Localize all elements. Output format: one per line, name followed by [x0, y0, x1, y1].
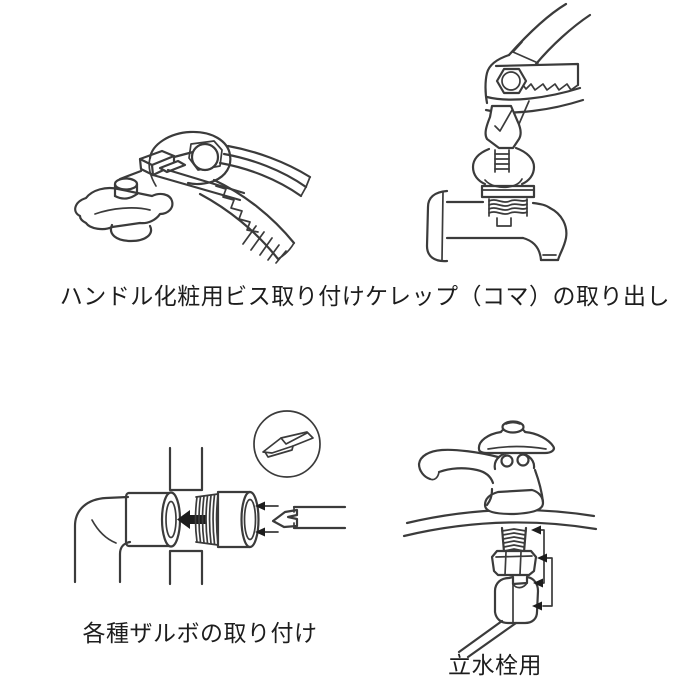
kerep-valve-piece: [484, 104, 522, 173]
illustration-zarubo-install: [73, 410, 347, 586]
insertion-arrow-icon: [177, 510, 206, 529]
illustration-standpipe: [402, 420, 598, 659]
caption-kerep-removal: ケレップ（コマ）の取り出し: [365, 284, 671, 310]
part-pointer-arrows: [531, 525, 553, 611]
caption-handle-screw: ハンドル化粧用ビス取り付け: [59, 284, 366, 310]
zarubo-threaded-extension: [194, 490, 260, 549]
tool-tip-detail-circle: [253, 410, 321, 478]
illustration-handle-screw: [74, 130, 312, 264]
handle-screw-hole: [516, 453, 530, 467]
handle-cap: [501, 420, 525, 434]
installation-bar-tool: [271, 505, 347, 530]
serration: [215, 185, 259, 233]
pliers: [118, 130, 312, 264]
caption-standpipe: 立水栓用: [448, 653, 542, 679]
faucet-bonnet: [471, 146, 536, 227]
illustration-kerep-removal: [425, 2, 592, 263]
caption-zarubo-install: 各種ザルボの取り付け: [82, 621, 318, 647]
handle-screw-hole: [500, 454, 514, 468]
handle-cap-and-screw: [113, 149, 187, 200]
faucet-wing-handle: [74, 186, 174, 243]
alignment-arrows: [255, 501, 279, 537]
wall-socket: [124, 491, 182, 548]
mounting-hex-nut: [490, 549, 538, 577]
elbow-pipe: [73, 495, 132, 584]
pillar-faucet: [417, 420, 555, 516]
threaded-shank: [500, 526, 528, 554]
wing-handle: [477, 426, 555, 455]
wall-section: [168, 446, 204, 586]
wall-faucet-body: [425, 189, 568, 263]
box-wrench-tool: [457, 575, 540, 659]
grip-hatching: [242, 225, 287, 264]
pivot-bolt: [190, 142, 220, 172]
serration: [522, 83, 579, 91]
